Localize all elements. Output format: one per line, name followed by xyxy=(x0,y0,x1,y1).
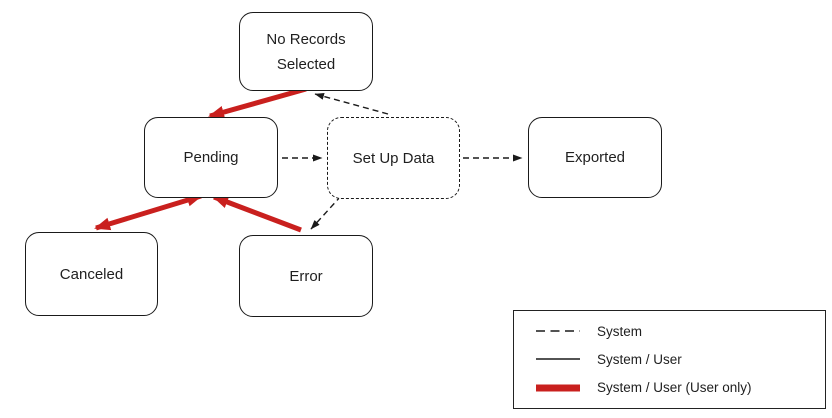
state-label: Error xyxy=(289,267,323,285)
edge-error-to-pending xyxy=(212,194,302,233)
state-node-no-records-selected: No Records Selected xyxy=(239,12,373,91)
state-node-set-up-data: Set Up Data xyxy=(327,117,460,199)
state-label: Canceled xyxy=(59,265,124,283)
legend-label-system: System xyxy=(597,323,643,339)
dashed-line-sample xyxy=(536,330,580,332)
thick-red-line-sample xyxy=(536,384,580,392)
legend-box: System System / User System / User (User… xyxy=(513,310,826,409)
state-label: No Records Selected xyxy=(266,30,346,73)
state-label: Exported xyxy=(564,149,626,166)
legend-row-system-user-only: System / User (User only) xyxy=(514,374,825,402)
legend-label-system-user-only: System / User (User only) xyxy=(597,380,752,396)
edge-pending-canceled-bidirectional xyxy=(94,193,203,231)
state-label: Pending xyxy=(183,149,239,166)
edge-set-up-data-to-no-records-selected xyxy=(314,93,389,115)
legend-row-system-user: System / User xyxy=(514,345,825,373)
state-node-exported: Exported xyxy=(528,117,662,198)
legend-label-system-user: System / User xyxy=(597,351,682,367)
state-label: Set Up Data xyxy=(352,149,435,167)
solid-line-sample xyxy=(536,358,580,361)
legend-row-system: System xyxy=(514,317,825,345)
edge-set-up-data-to-error xyxy=(310,195,342,230)
state-node-error: Error xyxy=(239,235,373,317)
state-node-pending: Pending xyxy=(144,117,278,198)
state-node-canceled: Canceled xyxy=(25,232,158,316)
edge-no-records-selected-to-pending xyxy=(208,86,307,119)
